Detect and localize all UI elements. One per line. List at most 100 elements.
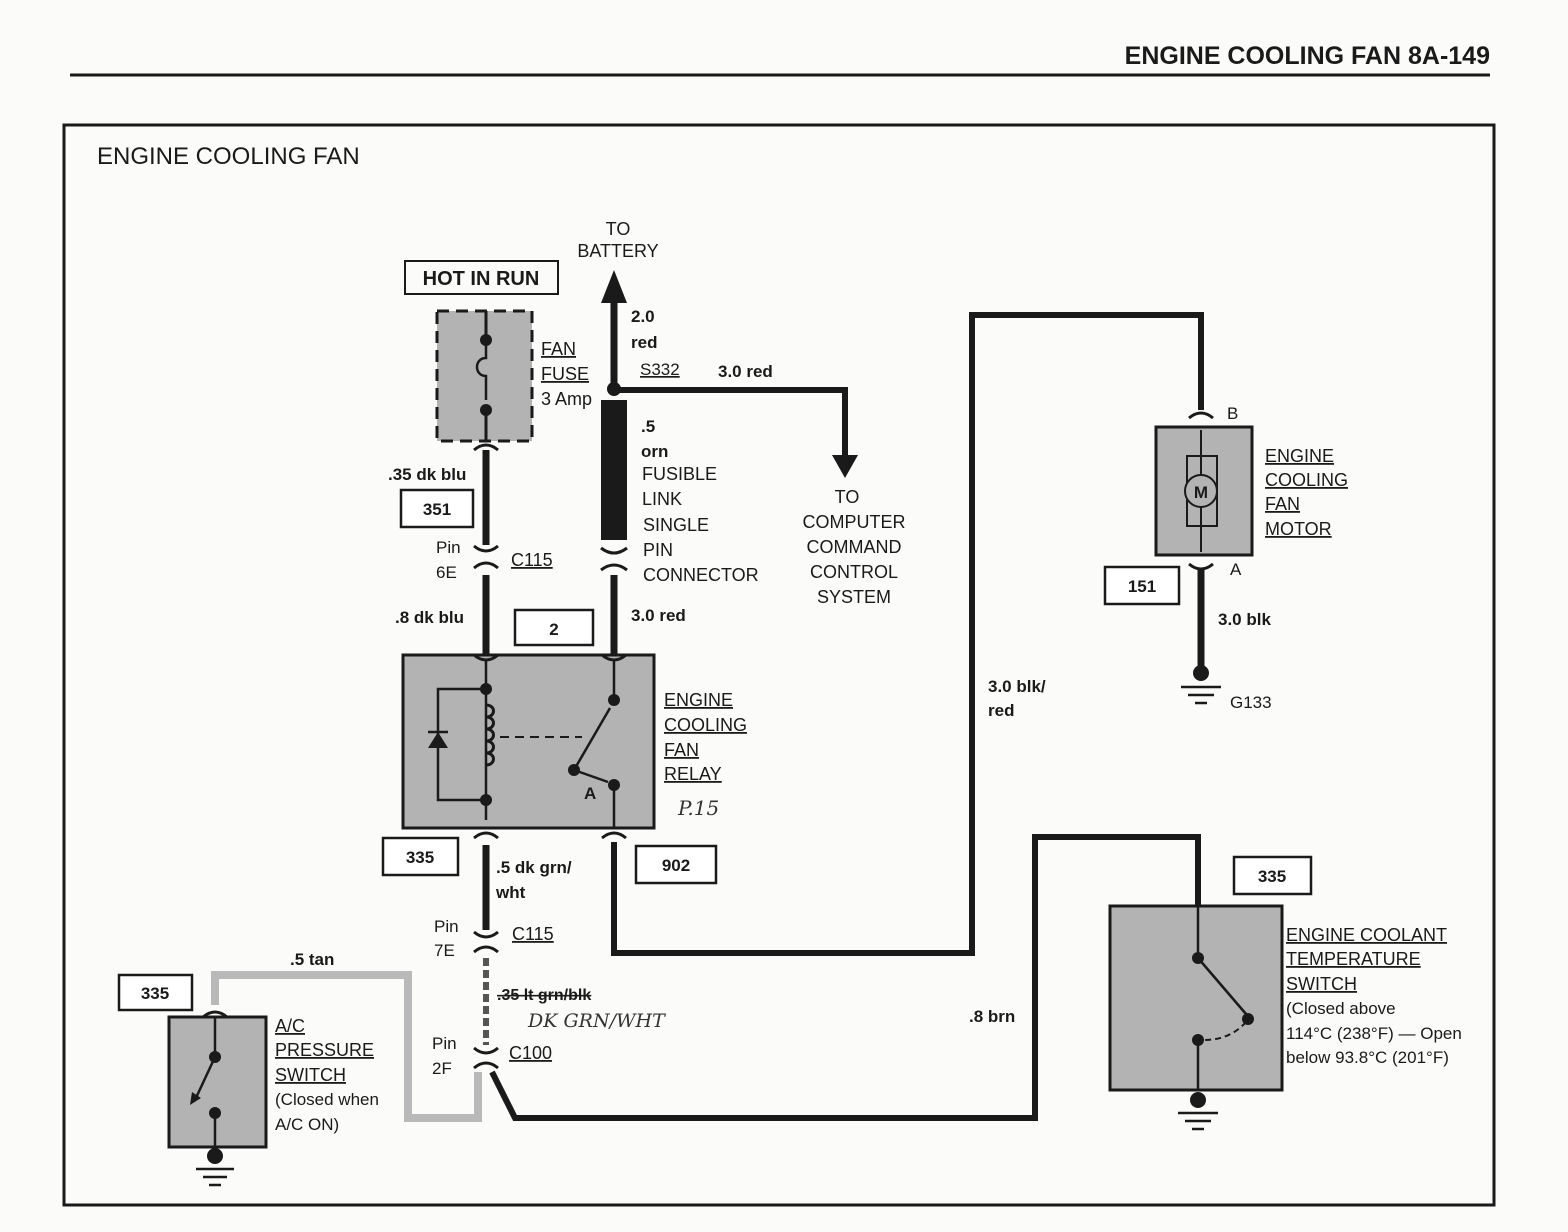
- pin6e-b: 6E: [436, 563, 457, 582]
- box-2-label: 2: [549, 620, 558, 639]
- to-computer-1: TO: [835, 487, 860, 507]
- w-2red-a: 2.0: [631, 307, 655, 326]
- connector-c115-top: [473, 544, 499, 570]
- fusible-a: .5: [641, 417, 655, 436]
- handwritten-relay-note: P.15: [677, 796, 719, 820]
- ground-g133-label: G133: [1230, 693, 1272, 712]
- w-5dkgrn-a: .5 dk grn/: [496, 858, 572, 877]
- box-335-relay: [381, 836, 460, 877]
- w-3red-mid: 3.0 red: [631, 606, 686, 625]
- wire-blk-red: [611, 312, 1204, 956]
- box-335-coolant: [1232, 855, 1313, 896]
- to-computer-4: CONTROL: [810, 562, 898, 582]
- motor-label-3: FAN: [1265, 494, 1300, 514]
- box-2: [513, 608, 595, 647]
- motor-label-4: MOTOR: [1265, 519, 1332, 539]
- ac-label-1: A/C: [275, 1016, 305, 1036]
- motor-symbol: M: [1194, 483, 1208, 502]
- c115-bottom-label: C115: [512, 924, 554, 944]
- ac-label-2: PRESSURE: [275, 1040, 374, 1060]
- ground-coolant-icon: [1178, 1092, 1218, 1131]
- box-902-label: 902: [662, 856, 690, 875]
- pin2f-a: Pin: [432, 1034, 457, 1053]
- ac-label-5: A/C ON): [275, 1115, 339, 1134]
- single-a: SINGLE: [643, 515, 709, 535]
- to-computer-2: COMPUTER: [803, 512, 906, 532]
- w-35ltgrn: .35 lt grn/blk: [497, 987, 591, 1004]
- arrow-to-computer: [832, 455, 858, 478]
- coolant-label-4: (Closed above: [1286, 999, 1396, 1018]
- pin2f-b: 2F: [432, 1059, 452, 1078]
- hot-in-run-box: [404, 260, 559, 295]
- relay-label-1: ENGINE: [664, 690, 733, 710]
- to-computer-5: SYSTEM: [817, 587, 891, 607]
- fan-fuse-label-3: 3 Amp: [541, 389, 592, 409]
- fusible-d: LINK: [642, 489, 682, 509]
- box-335-coolant-label: 335: [1258, 867, 1286, 886]
- relay-label-2: COOLING: [664, 715, 747, 735]
- fan-fuse: [435, 309, 534, 443]
- box-902: [634, 844, 718, 885]
- w-3blkred-a: 3.0 blk/: [988, 677, 1046, 696]
- handwritten-wire-note: DK GRN/WHT: [527, 1010, 666, 1032]
- ground-ac-icon: [196, 1148, 234, 1187]
- single-c: CONNECTOR: [643, 565, 759, 585]
- w-5dkgrn-b: wht: [495, 883, 526, 902]
- fusible-b: orn: [641, 442, 668, 461]
- engine-cooling-fan-motor: [1154, 425, 1254, 557]
- fusible-link: [601, 400, 627, 540]
- diagram-frame: [62, 123, 1496, 1207]
- w-35dkblu: .35 dk blu: [388, 465, 466, 484]
- w-3red-top: 3.0 red: [718, 362, 773, 381]
- w-8dkblu: .8 dk blu: [395, 608, 464, 627]
- motor-terminal-b: B: [1227, 404, 1238, 423]
- w-2red-b: red: [631, 333, 657, 352]
- pin7e-a: Pin: [434, 917, 459, 936]
- to-battery-2: BATTERY: [577, 241, 658, 261]
- coolant-label-6: below 93.8°C (201°F): [1286, 1048, 1449, 1067]
- page-title: ENGINE COOLING FAN 8A-149: [1125, 42, 1490, 70]
- box-335-ac: [117, 973, 194, 1012]
- engine-cooling-fan-relay: [401, 653, 656, 830]
- single-pin-connector: [600, 546, 628, 572]
- single-b: PIN: [643, 540, 673, 560]
- box-351: [399, 488, 475, 529]
- w-3blk: 3.0 blk: [1218, 610, 1271, 629]
- box-335-relay-label: 335: [406, 848, 434, 867]
- engine-coolant-temperature-switch: [1108, 904, 1284, 1092]
- wire-3red-to-ccc: [614, 387, 848, 455]
- diagram-title: ENGINE COOLING FAN: [97, 143, 360, 170]
- wire-brn: [489, 834, 1201, 1121]
- relay-terminal-a: A: [584, 784, 596, 803]
- s332-label: S332: [640, 360, 680, 379]
- motor-terminal-a: A: [1230, 560, 1242, 579]
- ground-g133-icon: [1181, 665, 1221, 705]
- box-151-label: 151: [1128, 577, 1156, 596]
- coolant-label-1: ENGINE COOLANT: [1286, 925, 1447, 945]
- relay-label-4: RELAY: [664, 764, 722, 784]
- ac-pressure-switch: [167, 1010, 268, 1149]
- ac-label-4: (Closed when: [275, 1090, 379, 1109]
- motor-label-2: COOLING: [1265, 470, 1348, 490]
- connector-c100: [473, 1046, 499, 1070]
- box-335-ac-label: 335: [141, 984, 169, 1003]
- c115-top-label: C115: [511, 550, 553, 570]
- ac-label-3: SWITCH: [275, 1065, 346, 1085]
- motor-label-1: ENGINE: [1265, 446, 1334, 466]
- connector-c115-bottom: [473, 930, 499, 954]
- fan-fuse-label-1: FAN: [541, 339, 576, 359]
- coolant-label-3: SWITCH: [1286, 974, 1357, 994]
- box-351-label: 351: [423, 500, 451, 519]
- coolant-label-5: 114°C (238°F) — Open: [1286, 1024, 1462, 1043]
- to-computer-3: COMMAND: [807, 537, 902, 557]
- coolant-label-2: TEMPERATURE: [1286, 949, 1421, 969]
- pin7e-b: 7E: [434, 941, 455, 960]
- w-3blkred-b: red: [988, 701, 1014, 720]
- hot-in-run-label: HOT IN RUN: [423, 268, 540, 290]
- c100-label: C100: [509, 1043, 552, 1063]
- box-151: [1103, 565, 1181, 606]
- to-battery-1: TO: [606, 219, 631, 239]
- pin6e-a: Pin: [436, 538, 461, 557]
- wire-tan: [211, 971, 482, 1122]
